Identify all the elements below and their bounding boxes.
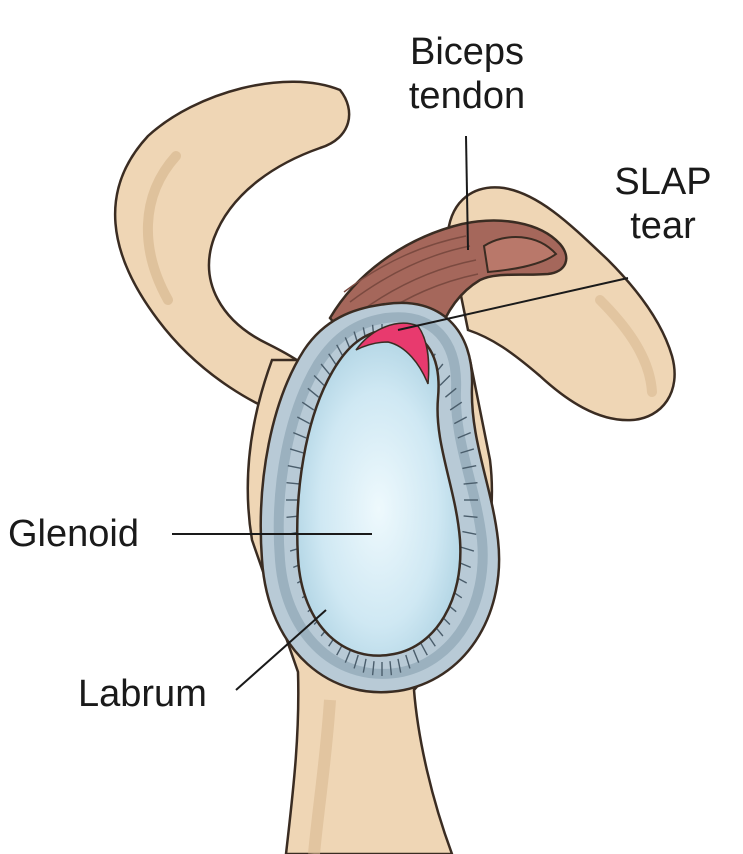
labrum-leader	[235, 609, 327, 691]
labrum-hatch	[449, 401, 463, 411]
labrum-hatch	[463, 482, 478, 485]
labrum-hatch	[328, 353, 337, 366]
labrum-hatch	[463, 515, 478, 518]
slap-tear	[355, 322, 430, 385]
labrum-hatch	[397, 658, 402, 673]
labrum-hatch	[460, 448, 475, 454]
labrum-hatch	[289, 448, 304, 454]
label-biceps-line2: tendon	[408, 75, 526, 117]
biceps-leader	[465, 135, 469, 251]
label-slap-tear: SLAP tear	[608, 160, 718, 248]
label-slap-line2: tear	[630, 205, 696, 247]
labrum-hatch	[307, 387, 320, 398]
glenoid-surface	[296, 328, 462, 657]
labrum-hatch	[371, 661, 375, 676]
label-labrum: Labrum	[78, 673, 207, 715]
label-glenoid: Glenoid	[8, 513, 139, 555]
labrum-hatch	[362, 658, 367, 673]
labrum-hatch	[457, 431, 471, 439]
label-slap-line1: SLAP	[614, 161, 712, 203]
labrum-hatch	[293, 431, 307, 439]
labrum-hatch	[412, 649, 420, 663]
label-biceps-line1: Biceps	[409, 31, 525, 73]
labrum-hatch	[320, 363, 331, 376]
labrum-hatch	[313, 375, 325, 386]
labrum-hatch	[287, 465, 302, 470]
labrum-hatch	[286, 482, 301, 485]
labrum-hatch	[462, 465, 477, 470]
labrum-hatch	[301, 401, 315, 411]
labrum-hatch	[353, 654, 359, 669]
labrum-hatch	[420, 642, 428, 656]
labrum-hatch	[389, 661, 393, 676]
labrum-hatch	[444, 387, 457, 398]
labrum-hatch	[344, 649, 352, 663]
labrum-hatch	[405, 654, 411, 669]
labrum-hatch	[460, 546, 475, 552]
labrum-hatch	[296, 416, 311, 425]
label-biceps-tendon: Biceps tendon	[382, 30, 552, 118]
labrum-hatch	[462, 530, 477, 535]
slap-leader	[397, 277, 629, 331]
labrum-hatch	[453, 416, 468, 425]
labrum-hatch	[439, 375, 451, 386]
